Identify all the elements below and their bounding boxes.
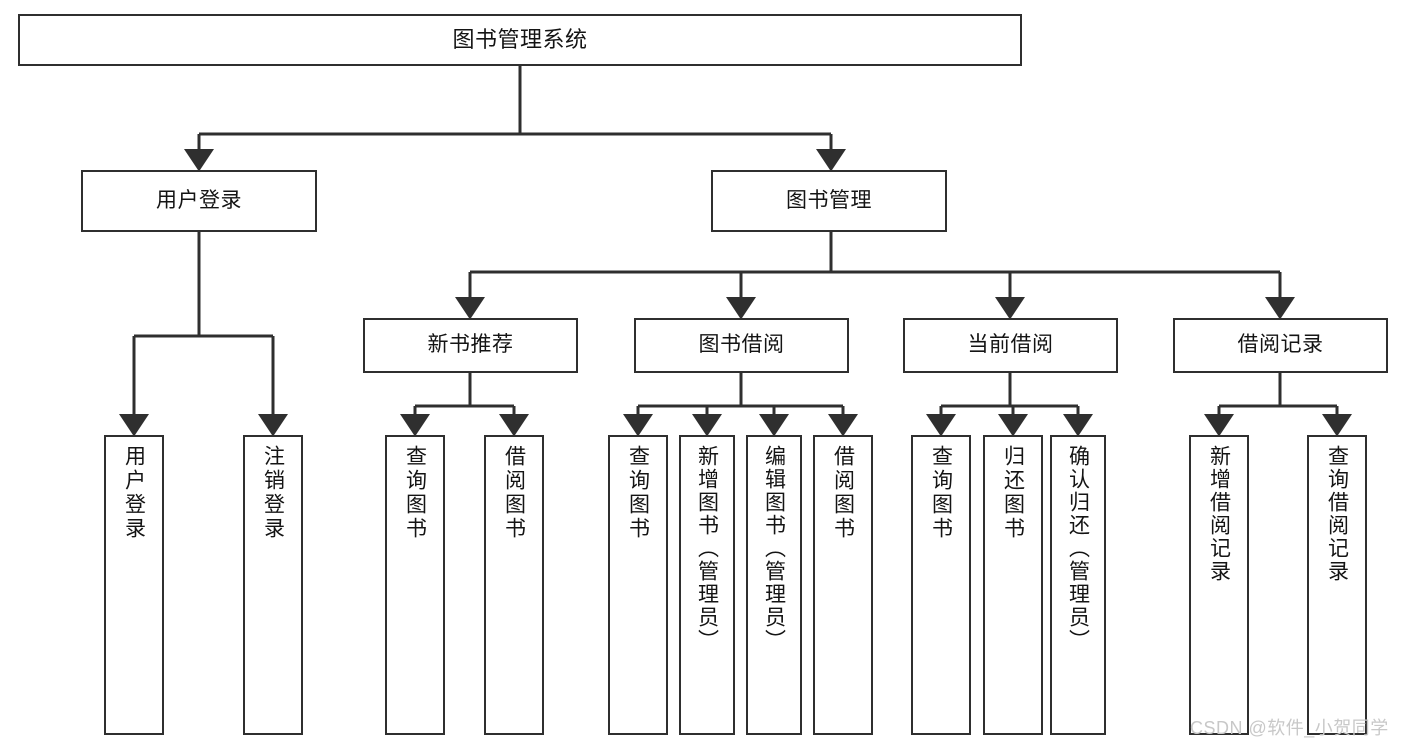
node-borrow-record[interactable]: 借阅记录 [1173,318,1388,373]
node-leaf-query-book-1-label: 查询图书 [403,445,427,541]
node-new-book-recommend-label: 新书推荐 [427,333,514,357]
node-leaf-user-login[interactable]: 用户登录 [104,435,164,735]
node-new-book-recommend[interactable]: 新书推荐 [363,318,578,373]
node-book-borrow-label: 图书借阅 [698,333,785,357]
node-leaf-add-book-admin[interactable]: 新增图书（管理员） [679,435,735,735]
node-book-manage[interactable]: 图书管理 [711,170,947,232]
node-leaf-return-book[interactable]: 归还图书 [983,435,1043,735]
node-leaf-borrow-book-1-label: 借阅图书 [502,445,526,541]
node-leaf-edit-book-admin-label: 编辑图书（管理员） [762,445,786,652]
node-book-manage-label: 图书管理 [786,188,872,212]
node-leaf-query-borrow-record-label: 查询借阅记录 [1325,445,1349,583]
node-leaf-confirm-return-admin-label: 确认归还（管理员） [1066,445,1090,652]
node-leaf-logout-login[interactable]: 注销登录 [243,435,303,735]
node-leaf-query-book-2-label: 查询图书 [626,445,650,541]
node-book-borrow[interactable]: 图书借阅 [634,318,849,373]
node-leaf-return-book-label: 归还图书 [1001,445,1025,541]
node-leaf-query-book-1[interactable]: 查询图书 [385,435,445,735]
node-leaf-query-borrow-record[interactable]: 查询借阅记录 [1307,435,1367,735]
node-borrow-record-label: 借阅记录 [1237,333,1324,357]
node-current-borrow[interactable]: 当前借阅 [903,318,1118,373]
node-leaf-borrow-book-1[interactable]: 借阅图书 [484,435,544,735]
node-leaf-logout-login-label: 注销登录 [261,445,285,541]
node-leaf-add-book-admin-label: 新增图书（管理员） [695,445,719,652]
node-leaf-edit-book-admin[interactable]: 编辑图书（管理员） [746,435,802,735]
node-user-login[interactable]: 用户登录 [81,170,317,232]
node-leaf-add-borrow-record-label: 新增借阅记录 [1207,445,1231,583]
node-leaf-query-book-3[interactable]: 查询图书 [911,435,971,735]
node-leaf-add-borrow-record[interactable]: 新增借阅记录 [1189,435,1249,735]
node-user-login-label: 用户登录 [156,188,242,212]
csdn-watermark: CSDN @软件_小贺同学 [1190,718,1389,738]
node-leaf-confirm-return-admin[interactable]: 确认归还（管理员） [1050,435,1106,735]
node-leaf-borrow-book-2-label: 借阅图书 [831,445,855,541]
node-root-label: 图书管理系统 [452,27,588,53]
node-leaf-user-login-label: 用户登录 [122,445,146,541]
node-current-borrow-label: 当前借阅 [967,333,1054,357]
node-leaf-query-book-2[interactable]: 查询图书 [608,435,668,735]
node-root[interactable]: 图书管理系统 [18,14,1022,66]
node-leaf-borrow-book-2[interactable]: 借阅图书 [813,435,873,735]
node-leaf-query-book-3-label: 查询图书 [929,445,953,541]
